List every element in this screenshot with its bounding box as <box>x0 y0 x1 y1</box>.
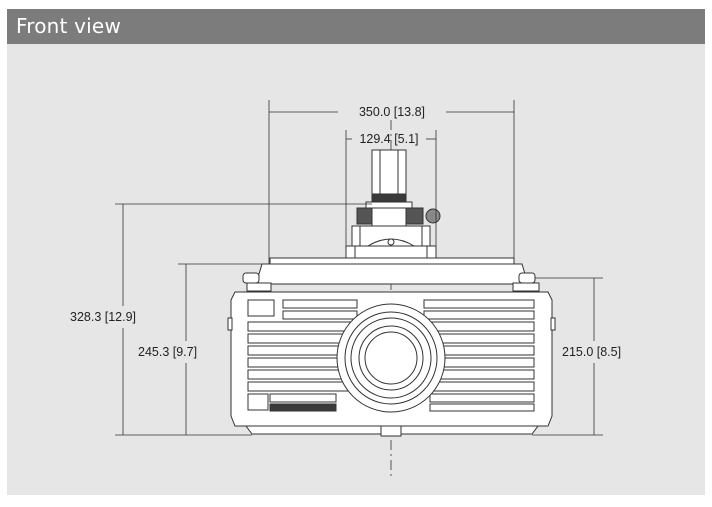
mount-pole <box>371 149 407 203</box>
bottom-foot <box>380 425 402 437</box>
top-plate <box>255 263 529 285</box>
label-total-height: 328.3 [12.9] <box>70 310 136 324</box>
label-body-height: 215.0 [8.5] <box>562 345 621 359</box>
projector-lens <box>336 303 446 413</box>
label-body-height-feet: 245.3 [9.7] <box>138 345 197 359</box>
dim-total-height <box>115 203 372 436</box>
dim-mount-width <box>345 130 437 246</box>
dim-overall-width <box>268 100 515 264</box>
section-title: Front view <box>16 14 121 38</box>
dim-body-height-feet <box>178 263 262 435</box>
mount-bracket <box>269 201 515 265</box>
top-feet <box>242 272 540 292</box>
label-mount-width: 129.4 [5.1] <box>359 132 418 146</box>
section-header: Front view <box>7 9 705 44</box>
label-overall-width: 350.0 [13.8] <box>359 105 425 119</box>
dim-body-height <box>532 277 603 436</box>
